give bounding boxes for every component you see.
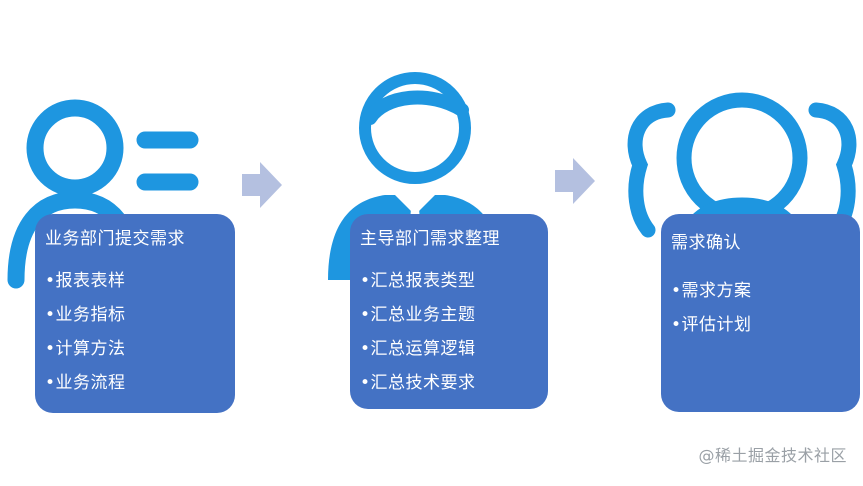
step-item: •汇总报表类型 <box>360 271 476 291</box>
watermark: @稀土掘金技术社区 <box>698 446 847 465</box>
step-card-submit-requirements: 业务部门提交需求 •报表表样 •业务指标 •计算方法 •业务流程 <box>35 214 235 413</box>
step-item: •评估计划 <box>671 315 752 335</box>
step-item: •报表表样 <box>45 271 126 291</box>
step-item: •业务流程 <box>45 373 126 393</box>
step-title: 需求确认 <box>671 233 741 253</box>
arrow-right-icon <box>555 158 595 204</box>
step-item: •业务指标 <box>45 305 126 325</box>
step-title: 主导部门需求整理 <box>360 229 500 249</box>
step-card-organize-requirements: 主导部门需求整理 •汇总报表类型 •汇总业务主题 •汇总运算逻辑 •汇总技术要求 <box>350 214 548 409</box>
arrow-right-icon <box>242 162 282 208</box>
step-card-confirm-requirements: 需求确认 •需求方案 •评估计划 <box>661 214 860 412</box>
step-item: •计算方法 <box>45 339 126 359</box>
step-item: •汇总运算逻辑 <box>360 339 476 359</box>
step-item: •汇总业务主题 <box>360 305 476 325</box>
step-item: •汇总技术要求 <box>360 373 476 393</box>
step-title: 业务部门提交需求 <box>45 229 185 249</box>
step-item: •需求方案 <box>671 281 752 301</box>
